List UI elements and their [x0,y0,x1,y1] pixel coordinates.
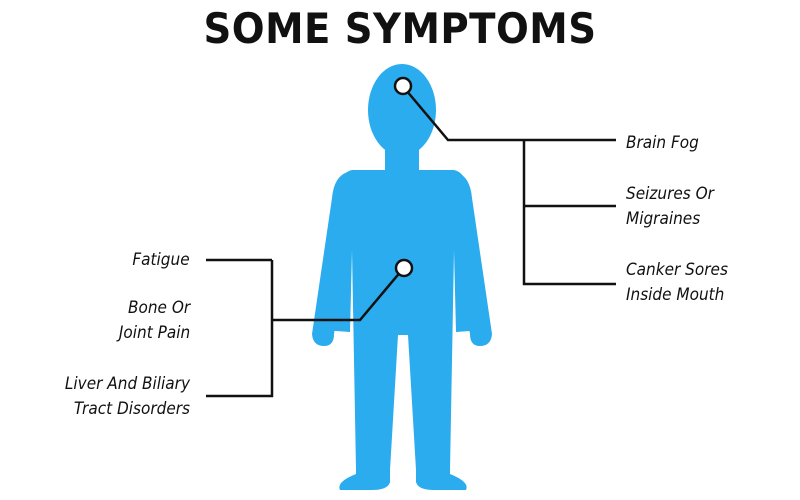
connector-left-bracket [206,260,274,398]
diagram-title: SOME SYMPTOMS [203,4,597,53]
label-canker-sores: Canker Sores Inside Mouth [626,258,728,308]
label-line: Seizures Or [626,184,714,204]
figure-head [368,64,436,156]
label-fatigue: Fatigue [133,248,190,273]
connector-head [405,89,616,142]
label-liver-biliary: Liver And Biliary Tract Disorders [65,372,190,422]
label-line: Migraines [626,209,701,229]
figure-torso [322,170,484,470]
label-line: Fatigue [132,250,190,270]
label-line: Canker Sores [626,260,728,280]
figure-left-arm [312,172,352,346]
label-line: Joint Pain [118,323,190,343]
label-brain-fog: Brain Fog [626,131,699,156]
label-line: Inside Mouth [626,285,725,305]
figure-left-foot [339,460,390,490]
figure-right-arm [452,172,492,346]
connector-belly [272,269,403,322]
label-bone-joint-pain: Bone Or Joint Pain [119,296,190,346]
head-marker [393,76,413,96]
figure-right-foot [416,460,467,490]
label-line: Tract Disorders [73,399,190,419]
label-line: Bone Or [127,298,190,318]
label-line: Liver And Biliary [64,374,190,394]
human-figure [312,64,492,490]
connector-lines [206,89,616,398]
label-seizures-migraines: Seizures Or Migraines [626,182,714,232]
connector-right-bracket [522,140,616,286]
label-line: Brain Fog [626,133,699,153]
belly-marker [394,258,414,278]
